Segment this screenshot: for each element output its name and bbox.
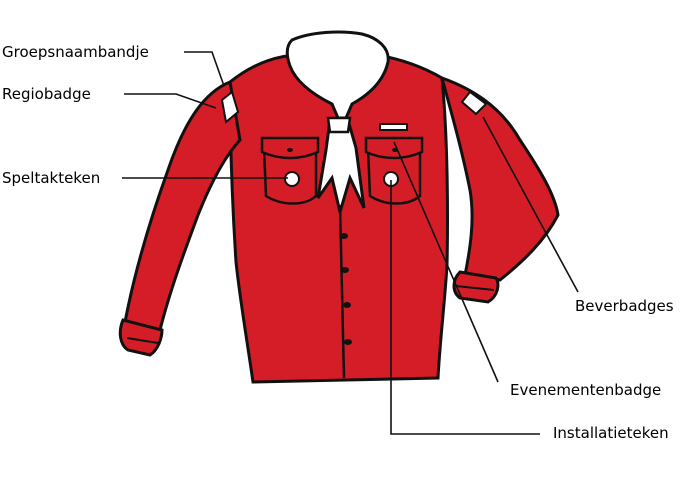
label-beverbadges: Beverbadges <box>575 297 674 315</box>
shirt-button <box>341 267 349 273</box>
leader-evenementenbadge <box>393 141 499 383</box>
shirt-button <box>340 233 348 239</box>
evenementenbadge-bar <box>379 123 408 131</box>
beverbadge-patch <box>460 90 488 116</box>
leader-beverbadges <box>482 116 579 293</box>
left-cuff <box>118 318 164 357</box>
leader-groepsnaambandje <box>184 51 225 87</box>
shirt-button <box>343 302 351 308</box>
left-pocket <box>260 136 320 205</box>
right-pocket <box>364 136 424 205</box>
leader-lines <box>122 51 579 435</box>
placket <box>338 204 346 379</box>
label-groepsnaambandje: Groepsnaambandje <box>2 43 149 61</box>
leader-installatieteken <box>390 180 540 435</box>
left-sleeve <box>123 79 242 332</box>
collar-scarf <box>285 30 390 120</box>
shirt-button <box>344 339 352 345</box>
regiobadge-patch <box>220 90 240 124</box>
buttons <box>340 233 352 345</box>
scarf-tails <box>316 118 366 218</box>
label-regiobadge: Regiobadge <box>2 85 91 103</box>
speltakteken-badge <box>284 171 300 187</box>
label-installatieteken: Installatieteken <box>553 424 669 442</box>
leader-regiobadge <box>124 93 217 109</box>
label-speltakteken: Speltakteken <box>2 169 100 187</box>
label-evenementenbadge: Evenementenbadge <box>510 381 661 399</box>
right-sleeve <box>439 75 560 282</box>
